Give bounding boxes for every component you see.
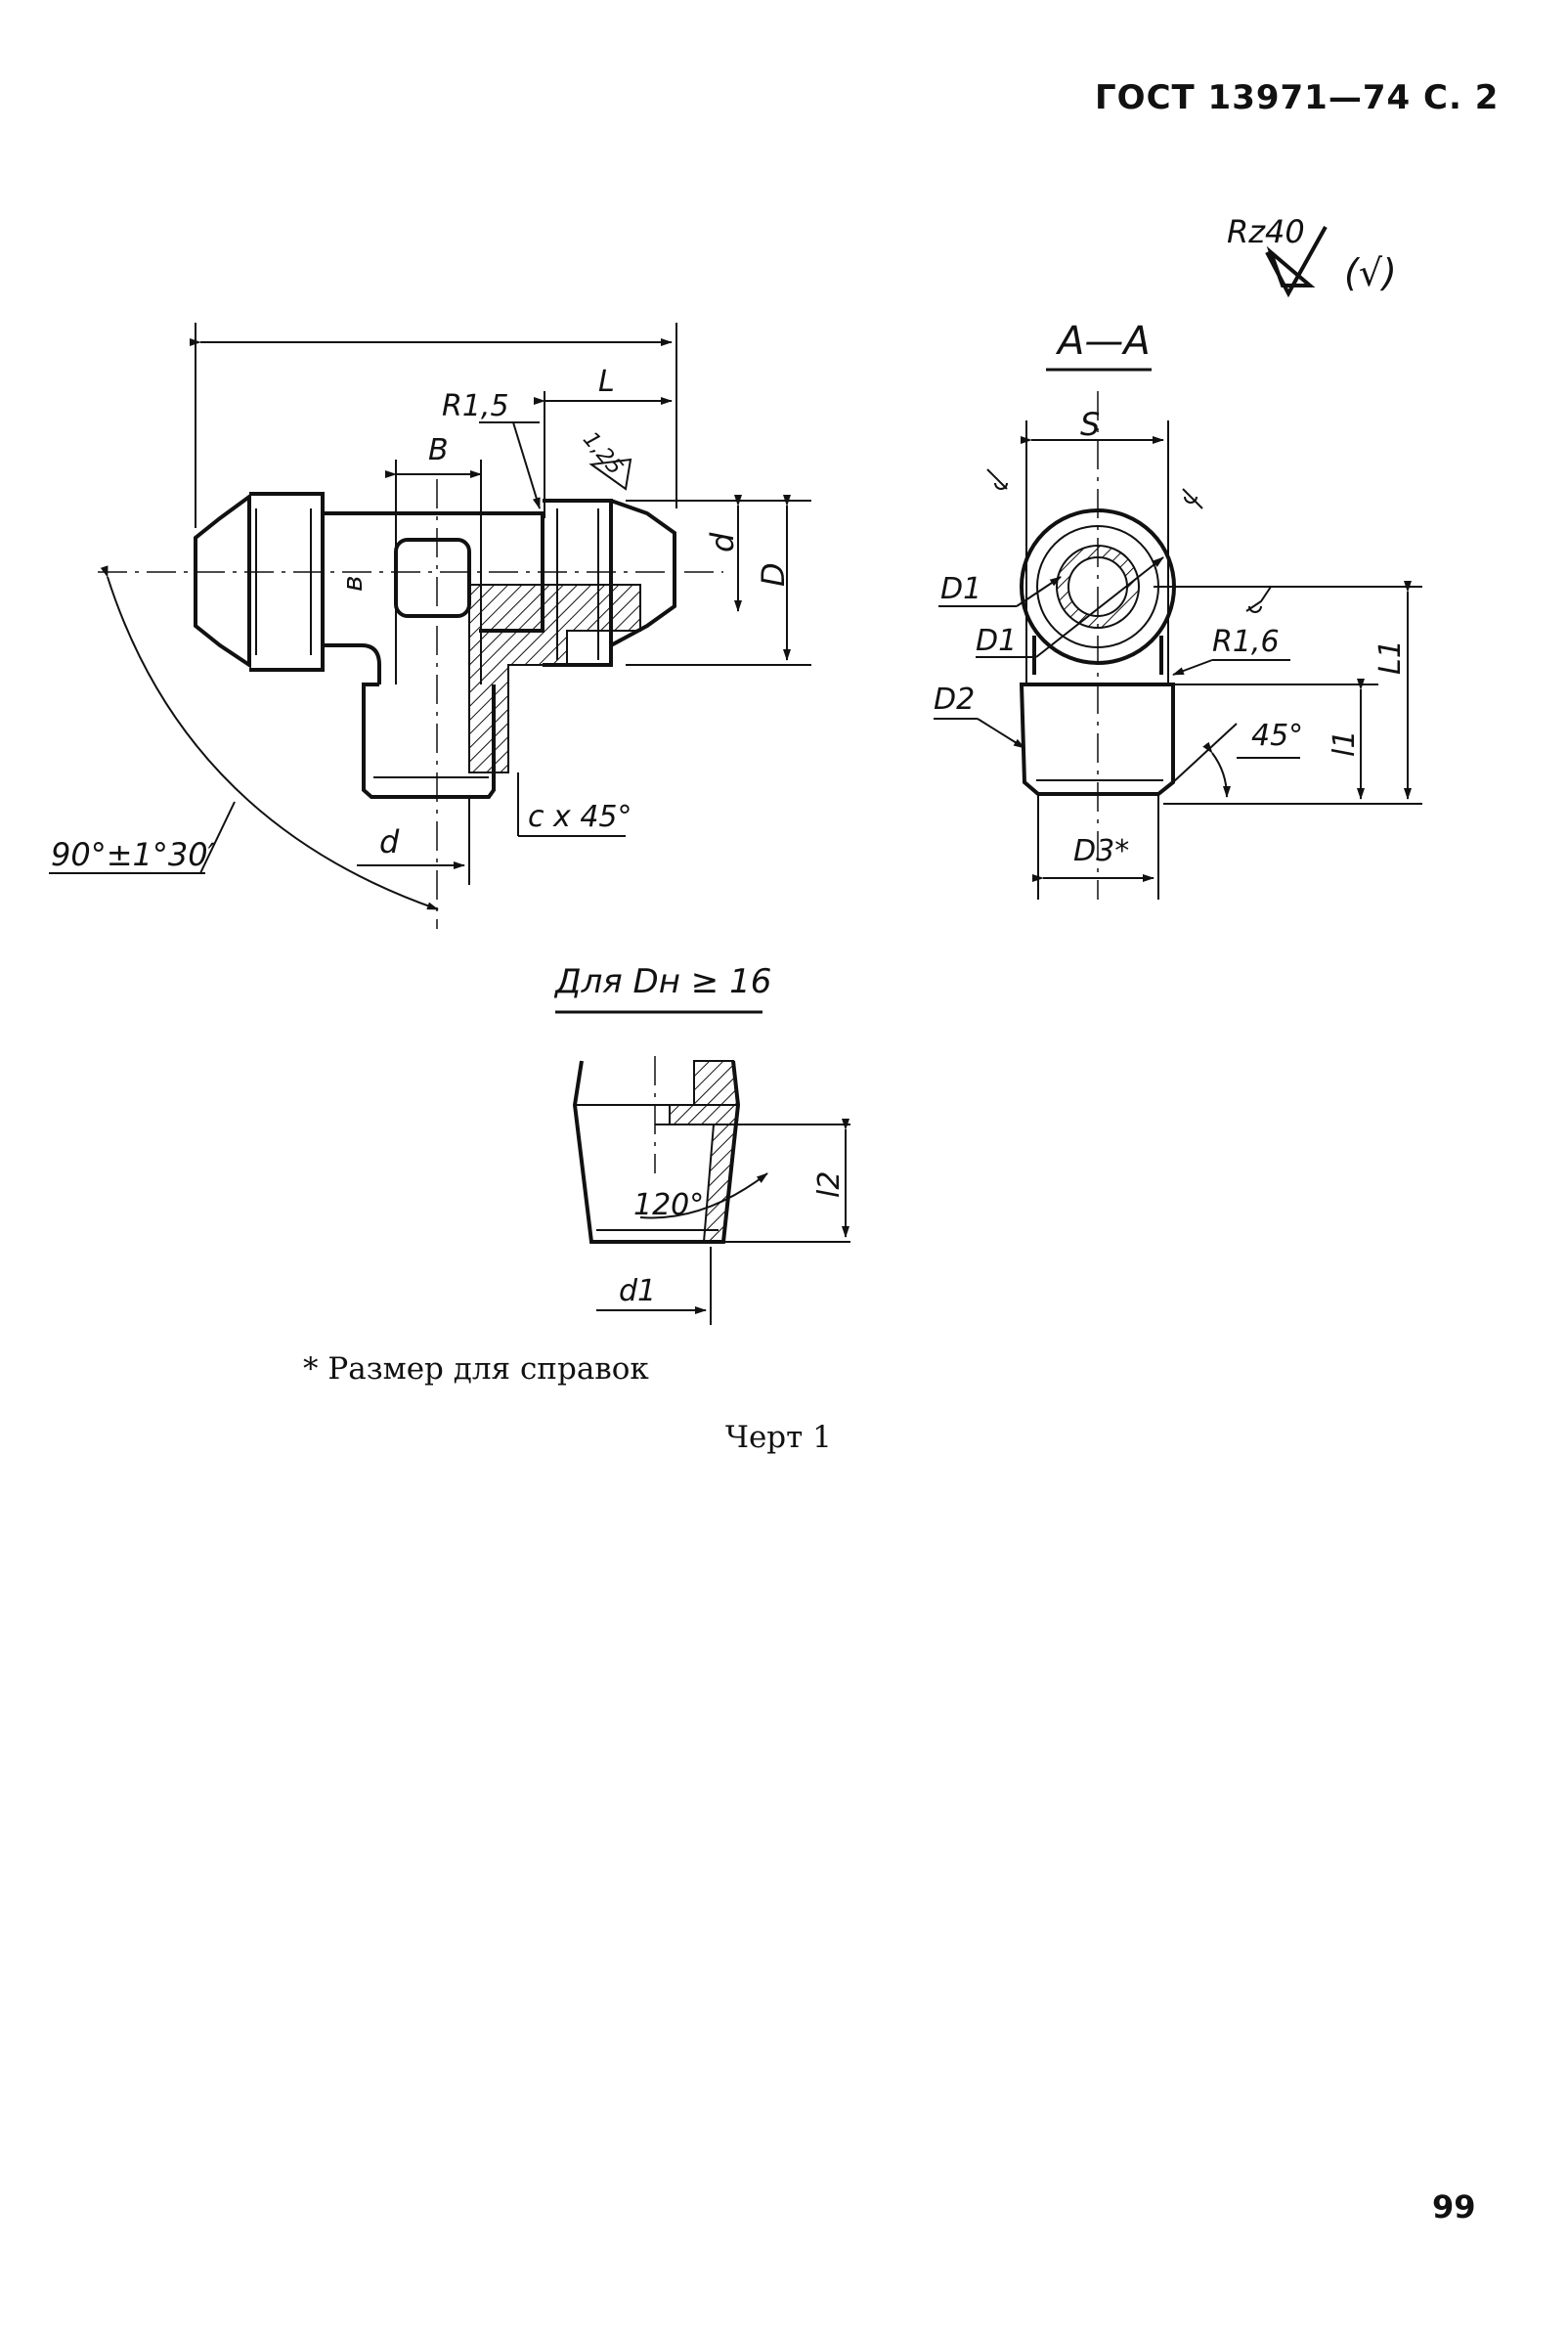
l-label: L bbox=[598, 365, 615, 399]
angle-120-label: 120° bbox=[633, 1188, 704, 1222]
L1-label: L1 bbox=[1373, 639, 1408, 675]
d1-upper-label: D1 bbox=[940, 572, 981, 606]
figure-caption: Черт 1 bbox=[725, 1420, 832, 1455]
section-view bbox=[934, 391, 1422, 900]
detail-labels: 120° l2 d1 bbox=[619, 1171, 847, 1308]
angle-label: 90°±1°30′ bbox=[51, 836, 216, 873]
chamfer-label: c x 45° bbox=[528, 800, 632, 834]
roughness-value: Rz40 bbox=[1227, 213, 1305, 250]
document-header: ГОСТ 13971—74 С. 2 bbox=[1095, 78, 1500, 117]
b-lower-label: в bbox=[336, 575, 369, 592]
roughness-symbol: Rz40 (√) bbox=[1227, 213, 1397, 298]
angle-45-label: 45° bbox=[1251, 719, 1303, 753]
d-bottom-label: d bbox=[379, 823, 400, 860]
r16-label: R1,6 bbox=[1212, 625, 1280, 659]
d3-label: D3* bbox=[1073, 834, 1129, 868]
section-label: А—А bbox=[1055, 319, 1151, 364]
detail-title: Для Dн ≥ 16 bbox=[553, 962, 771, 1001]
d2-label: D2 bbox=[934, 683, 975, 717]
main-view bbox=[49, 323, 811, 929]
d1-lower-label: D1 bbox=[976, 624, 1017, 658]
detail-view bbox=[572, 1056, 850, 1325]
b-upper-label: B bbox=[428, 433, 449, 467]
d1-detail-label: d1 bbox=[619, 1274, 656, 1308]
l1-label: l1 bbox=[1328, 730, 1362, 757]
d-label: d bbox=[704, 532, 741, 552]
D-label: D bbox=[755, 562, 792, 587]
r15-label: R1,5 bbox=[442, 389, 509, 423]
footnote: * Размер для справок bbox=[303, 1351, 649, 1387]
roughness-125-label: 1,25 bbox=[578, 427, 628, 480]
s-label: S bbox=[1080, 406, 1100, 443]
l2-label: l2 bbox=[812, 1171, 847, 1198]
roughness-paren-mark: (√) bbox=[1344, 251, 1397, 294]
page-number: 99 bbox=[1432, 2188, 1476, 2226]
section-view-labels: S D1 D1 R1,6 D2 45° l1 L1 D3* bbox=[934, 406, 1408, 868]
